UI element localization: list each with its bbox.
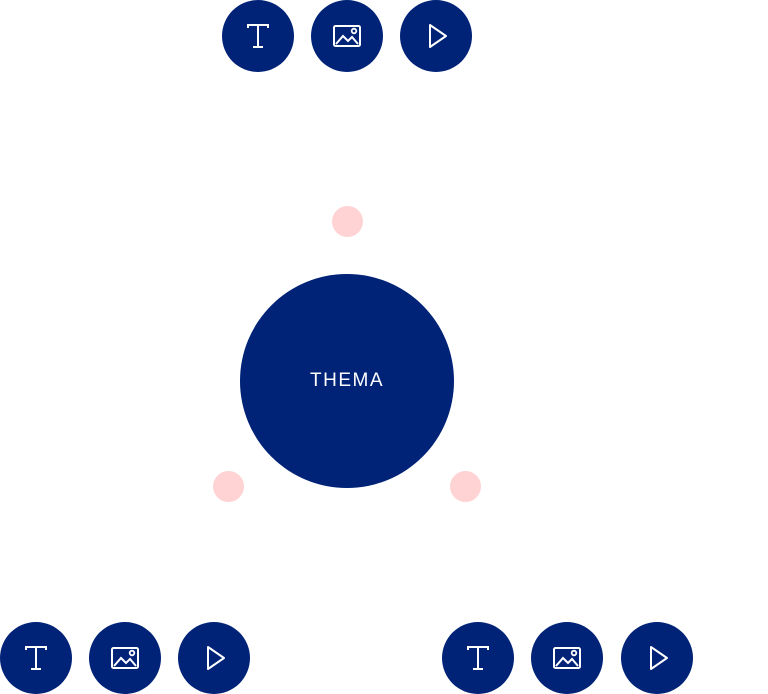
text-button[interactable] (222, 0, 294, 72)
play-button[interactable] (621, 622, 693, 694)
text-button[interactable] (442, 622, 514, 694)
play-icon (650, 646, 668, 670)
image-button[interactable] (531, 622, 603, 694)
connector-dot-top (332, 206, 363, 237)
text-icon (25, 646, 47, 670)
image-button[interactable] (89, 622, 161, 694)
connector-dot-bottom-right (450, 471, 481, 502)
play-button[interactable] (400, 0, 472, 72)
center-topic-label: THEMA (310, 370, 384, 391)
image-button[interactable] (311, 0, 383, 72)
text-icon (247, 24, 269, 48)
text-button[interactable] (0, 622, 72, 694)
text-icon (467, 646, 489, 670)
center-topic-node[interactable]: THEMA (240, 274, 454, 488)
image-icon (111, 647, 139, 669)
play-icon (429, 24, 447, 48)
image-icon (333, 25, 361, 47)
connector-dot-bottom-left (213, 471, 244, 502)
play-button[interactable] (178, 622, 250, 694)
image-icon (553, 647, 581, 669)
play-icon (207, 646, 225, 670)
